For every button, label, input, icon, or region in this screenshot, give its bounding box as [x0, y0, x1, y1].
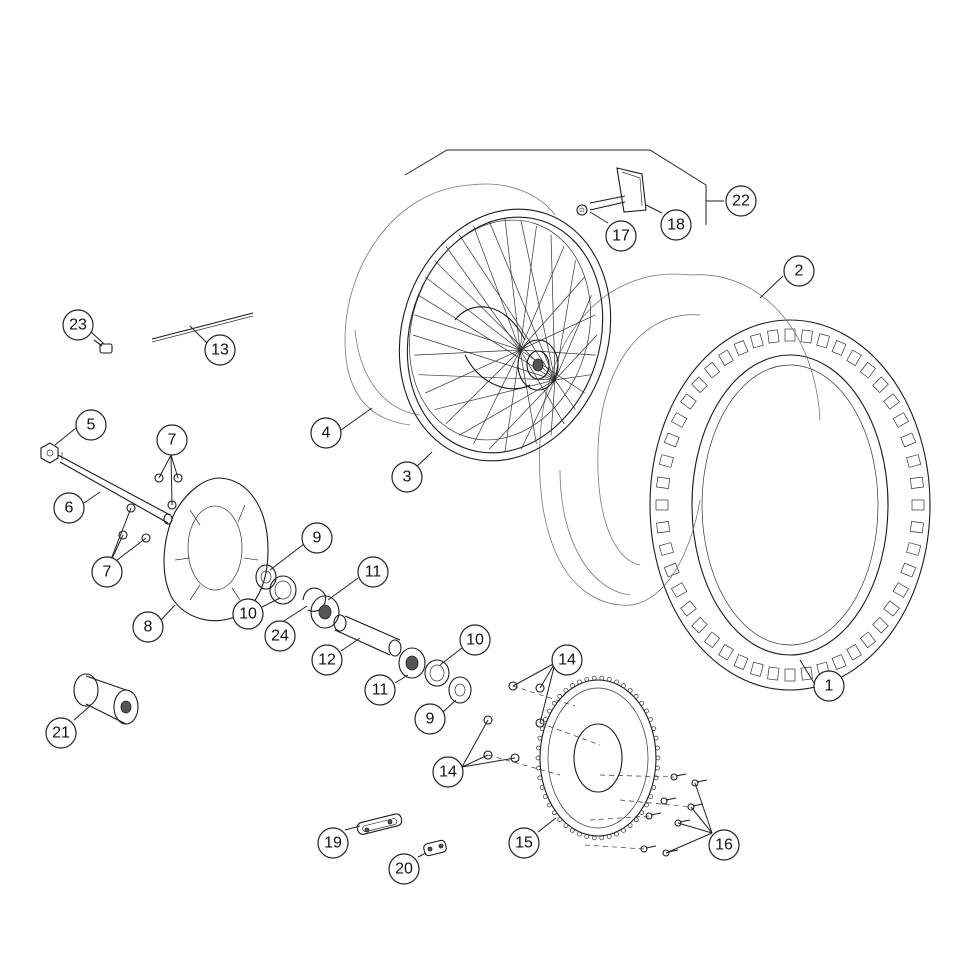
svg-text:6: 6: [65, 500, 74, 517]
svg-text:12: 12: [318, 652, 336, 669]
disc-bolts-part: [118, 473, 183, 543]
svg-text:7: 7: [103, 564, 112, 581]
svg-text:16: 16: [715, 837, 733, 854]
callout-19: 19: [317, 827, 349, 859]
callout-9-left: 9: [301, 522, 333, 554]
svg-text:23: 23: [69, 317, 87, 334]
callout-21: 21: [45, 717, 77, 749]
callout-7-bottom: 7: [91, 556, 123, 588]
callout-13: 13: [204, 334, 236, 366]
sprocket-bolts-part: [640, 773, 708, 857]
callout-1: 1: [813, 670, 845, 702]
callout-4: 4: [310, 417, 342, 449]
svg-text:10: 10: [466, 632, 484, 649]
right-seal-part: [448, 676, 472, 704]
valve-nut-part: [93, 339, 113, 354]
spoked-wheel-part: [398, 208, 612, 462]
svg-text:7: 7: [168, 432, 177, 449]
callout-11-bottom: 11: [364, 674, 396, 706]
callout-20: 20: [388, 853, 420, 885]
svg-text:19: 19: [324, 835, 342, 852]
left-bearing-part: [310, 595, 340, 629]
svg-text:21: 21: [52, 725, 70, 742]
svg-text:2: 2: [795, 263, 804, 280]
svg-text:20: 20: [395, 861, 413, 878]
callout-23: 23: [62, 309, 94, 341]
leader-lines: [54, 204, 815, 858]
distance-tube-part: [333, 614, 402, 657]
callout-14-bottom: 14: [432, 756, 464, 788]
svg-text:10: 10: [239, 606, 257, 623]
sprocket-nuts-part: [483, 681, 545, 763]
inner-tube-part: [539, 273, 821, 606]
assembly-guide-lines: [487, 685, 692, 850]
svg-text:11: 11: [365, 564, 382, 581]
svg-text:17: 17: [612, 228, 630, 245]
svg-text:14: 14: [439, 764, 457, 781]
callout-8: 8: [132, 611, 164, 643]
callout-10-left: 10: [232, 598, 264, 630]
sprocket-part: [535, 675, 661, 841]
svg-text:5: 5: [87, 417, 96, 434]
callout-9-right: 9: [414, 703, 446, 735]
left-seal-part: [255, 564, 277, 590]
chain-slider-assembly: [576, 167, 647, 216]
callout-24: 24: [264, 620, 296, 652]
right-bearing-part: [398, 647, 426, 679]
right-spacer-ring-part: [424, 659, 450, 687]
svg-text:15: 15: [515, 835, 533, 852]
rim-band-part: [344, 183, 556, 426]
svg-text:11: 11: [372, 682, 389, 699]
callout-18: 18: [660, 209, 692, 241]
callout-2: 2: [783, 255, 815, 287]
spoke-part: [151, 312, 254, 343]
callout-7-top: 7: [156, 424, 188, 456]
callout-6: 6: [53, 492, 85, 524]
circlip-part: [302, 587, 327, 612]
svg-text:4: 4: [322, 425, 331, 442]
chain-joint-part: [423, 839, 447, 857]
callout-17: 17: [605, 220, 637, 252]
brake-disc-part: [163, 477, 269, 622]
svg-text:24: 24: [271, 628, 289, 645]
svg-text:1: 1: [825, 678, 834, 695]
chain-part: [356, 813, 403, 835]
svg-text:9: 9: [426, 711, 435, 728]
callouts: 1 2 3 4 5 6 7 7 8 9 9 10 10 11 11 12 13 …: [45, 185, 845, 885]
svg-text:22: 22: [732, 193, 750, 210]
callout-12: 12: [311, 644, 343, 676]
svg-text:9: 9: [313, 530, 322, 547]
callout-14-top: 14: [551, 644, 583, 676]
tire-part: [649, 319, 931, 691]
svg-text:18: 18: [667, 217, 685, 234]
callout-10-right: 10: [459, 624, 491, 656]
hub-part: [73, 673, 139, 725]
callout-15: 15: [508, 827, 540, 859]
svg-text:13: 13: [211, 342, 229, 359]
callout-5: 5: [75, 409, 107, 441]
svg-text:14: 14: [558, 652, 576, 669]
callout-11-top: 11: [357, 556, 389, 588]
callout-3: 3: [391, 461, 423, 493]
svg-text:8: 8: [144, 619, 153, 636]
svg-text:3: 3: [403, 469, 412, 486]
callout-22: 22: [725, 185, 757, 217]
axle-part: [40, 442, 173, 525]
left-spacer-ring-part: [269, 575, 297, 605]
callout-16: 16: [708, 829, 740, 861]
